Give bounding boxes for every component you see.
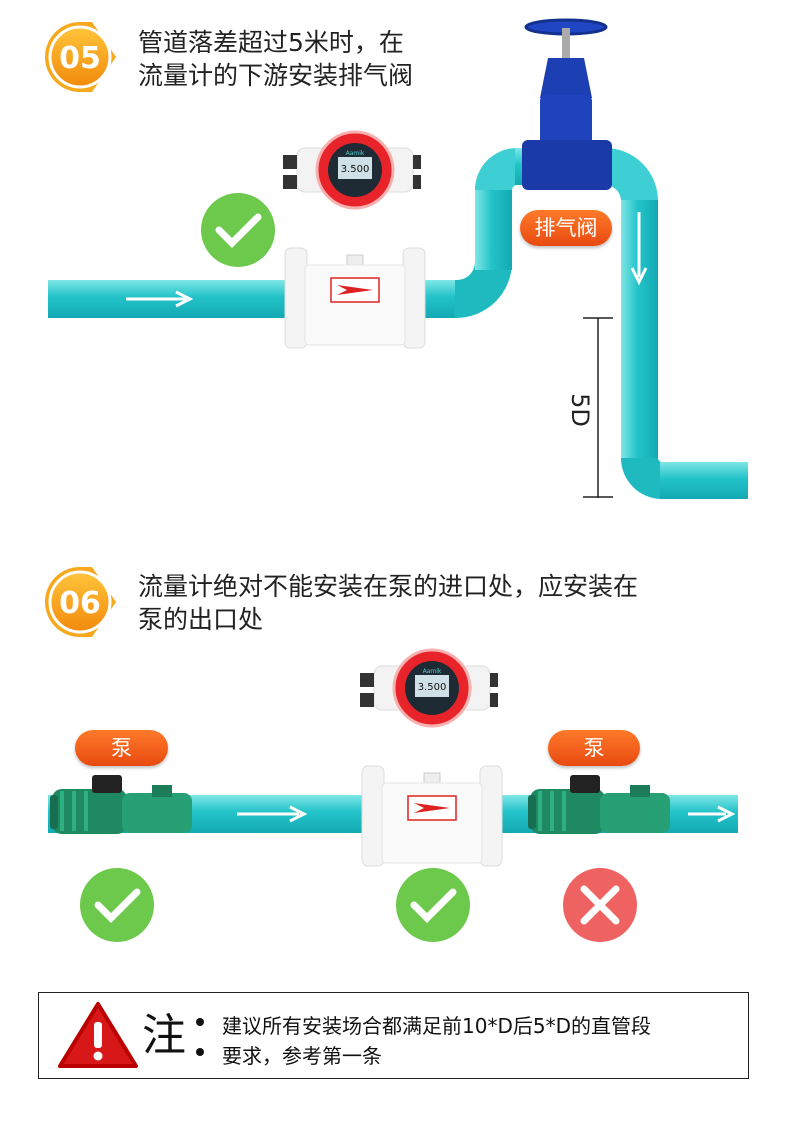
meter-reading: 3.500 bbox=[418, 682, 447, 693]
flowmeter: Aamik 3.500 bbox=[358, 648, 504, 868]
dimension-label: 5D bbox=[566, 393, 594, 427]
note-line2: 要求，参考第一条 bbox=[222, 1044, 382, 1068]
step5-badge: 05 bbox=[45, 22, 116, 92]
step5-line2: 流量计的下游安装排气阀 bbox=[138, 61, 414, 90]
note-line1: 建议所有安装场合都满足前10*D后5*D的直管段 bbox=[222, 1014, 651, 1038]
meter-brand: Aamik bbox=[346, 150, 365, 157]
step5-description: 管道落差超过5米时，在 流量计的下游安装排气阀 bbox=[138, 26, 413, 92]
meter-brand: Aamik bbox=[423, 668, 442, 675]
meter-reading: 3.500 bbox=[341, 164, 370, 175]
check-icon bbox=[201, 193, 275, 267]
note-label: 注 bbox=[142, 1010, 186, 1061]
pump-inlet bbox=[50, 775, 192, 834]
check-icon bbox=[396, 868, 470, 942]
check-icon bbox=[80, 868, 154, 942]
pump-outlet bbox=[528, 775, 670, 834]
step6-badge: 06 bbox=[45, 567, 116, 637]
step6-description: 流量计绝对不能安装在泵的进口处，应安装在 泵的出口处 bbox=[138, 570, 638, 636]
step6-line2: 泵的出口处 bbox=[138, 605, 264, 634]
step5-number: 05 bbox=[59, 41, 101, 76]
flow-arrow-icon bbox=[237, 805, 308, 823]
dimension-5d: 5D bbox=[566, 317, 613, 498]
warning-icon bbox=[58, 1002, 138, 1068]
cross-icon bbox=[563, 868, 637, 942]
bullet bbox=[196, 1018, 204, 1026]
step6-line1: 流量计绝对不能安装在泵的进口处，应安装在 bbox=[138, 572, 639, 601]
note-box bbox=[38, 992, 749, 1079]
pump-label-left: 泵 bbox=[75, 730, 168, 766]
flow-arrow-icon bbox=[126, 290, 194, 308]
exhaust-valve bbox=[522, 18, 612, 190]
pump-label-right: 泵 bbox=[548, 730, 640, 766]
step6-number: 06 bbox=[59, 586, 101, 621]
flow-arrow-icon bbox=[688, 805, 736, 823]
step5-line1: 管道落差超过5米时，在 bbox=[138, 28, 404, 57]
bullet bbox=[196, 1048, 204, 1056]
valve-label: 排气阀 bbox=[520, 210, 612, 246]
flow-down-arrow-icon bbox=[630, 212, 648, 286]
flowmeter: Aamik 3.500 bbox=[281, 130, 427, 350]
